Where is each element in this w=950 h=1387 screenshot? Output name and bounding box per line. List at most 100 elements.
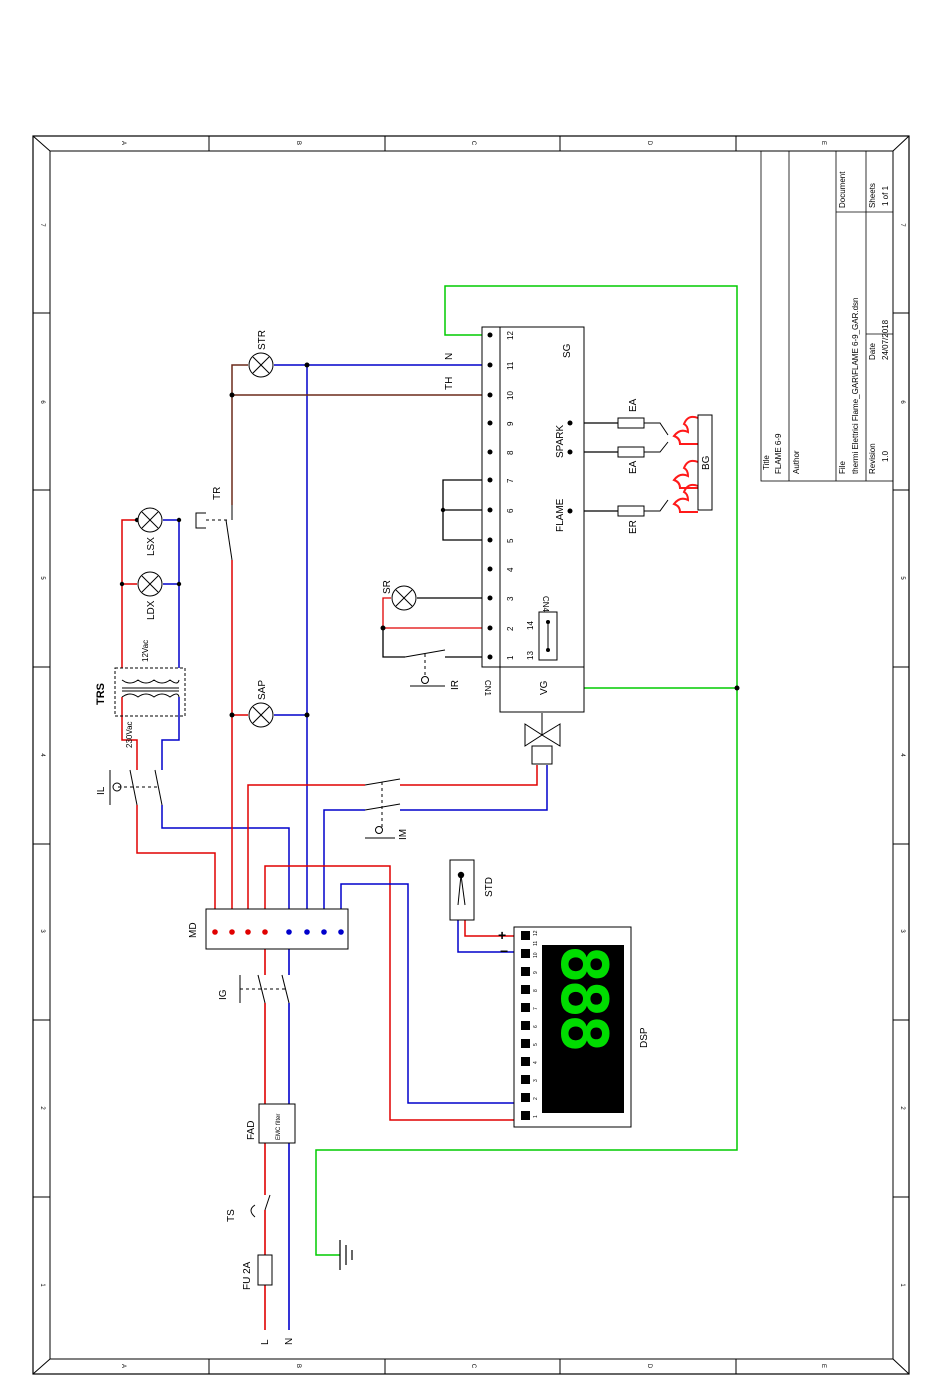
sheets-value: 1 of 1 <box>881 185 890 206</box>
distribution-wires <box>121 364 548 1121</box>
display-pin-9: 9 <box>533 971 539 974</box>
lamp-ldx: LDX <box>137 571 163 620</box>
lamp-sr: SR <box>382 580 417 611</box>
junctions <box>119 362 446 718</box>
lamp-lsx: LSX <box>137 507 163 556</box>
emc-filter-label: FAD <box>246 1121 257 1140</box>
zone-col-e-bottom: E <box>820 1364 826 1368</box>
lamp-str-label: STR <box>257 330 268 350</box>
title-value: FLAME 6-9 <box>774 433 783 474</box>
relay-tr: TR <box>195 487 233 561</box>
transformer: TRS 230Vac 12Vac <box>95 640 186 748</box>
drawing-frame <box>32 135 910 1375</box>
zone-col-e-top: E <box>820 141 826 145</box>
fuse: FU 2A <box>242 1254 273 1290</box>
wire-im-live <box>247 784 365 932</box>
cn1-pin-1: 1 <box>506 655 515 660</box>
zone-col-c-bottom: C <box>470 1364 476 1369</box>
flame-icons <box>672 415 699 513</box>
zone-col-d-top: D <box>646 141 652 146</box>
display-pin-8: 8 <box>533 989 539 992</box>
zone-row-3-right: 3 <box>899 929 905 933</box>
file-label: File <box>838 461 847 474</box>
display-label: DSP <box>639 1027 650 1048</box>
lamp-ldx-label: LDX <box>146 600 157 620</box>
pin-13-label: 13 <box>526 651 535 660</box>
zone-col-a-top: A <box>120 141 126 145</box>
cn1-pin-8: 8 <box>506 450 515 455</box>
earth-symbol <box>339 1240 353 1270</box>
display-pin-10: 10 <box>533 952 539 958</box>
switch-ir: IR <box>404 649 461 690</box>
wire-il-neutral <box>161 805 290 932</box>
wire-il-out-neutral <box>161 697 180 770</box>
flame-icon <box>672 415 699 445</box>
display-pin-1: 1 <box>533 1115 539 1118</box>
main-switch: IG <box>218 974 290 1004</box>
neutral-wire-label: N <box>444 353 455 360</box>
light-switch: IL <box>96 769 163 806</box>
spark-label: SPARK <box>555 425 566 458</box>
zone-row-1-left: 1 <box>39 1283 45 1287</box>
th-wire-label: TH <box>444 377 455 390</box>
revision-label: Revision <box>868 443 877 474</box>
electrode-ea1-label: EA <box>628 398 639 412</box>
wire-il-out-live <box>121 697 138 770</box>
transformer-label: TRS <box>95 683 107 705</box>
mains-wires <box>264 932 290 1330</box>
zone-col-c-top: C <box>470 141 476 146</box>
wire-sr-live <box>382 597 490 629</box>
flame-label: FLAME <box>555 498 566 532</box>
lamp-sr-label: SR <box>382 580 393 594</box>
flame-icon <box>672 459 699 489</box>
switch-im: IM <box>364 778 409 840</box>
file-value: thermi Elettrici Flame_GAR\FLAME 6-9_GAR… <box>851 298 860 475</box>
cn1-pin-9: 9 <box>506 421 515 426</box>
zone-col-b-top: B <box>295 141 301 145</box>
live-label: L <box>260 1339 271 1345</box>
zone-row-2-right: 2 <box>899 1106 905 1110</box>
document-label: Document <box>838 171 847 208</box>
display-pin-6: 6 <box>533 1025 539 1028</box>
cn1-pin-6: 6 <box>506 508 515 513</box>
cn1-pin-12: 12 <box>506 331 515 340</box>
lamp-str: STR <box>248 330 274 378</box>
terminal-block-md: MD <box>188 908 349 950</box>
sheets-label: Sheets <box>868 183 877 208</box>
display-pin-12: 12 <box>533 930 539 936</box>
cn1-pins <box>487 332 573 660</box>
terminal-block-label: MD <box>188 922 199 938</box>
cn1-pin-4: 4 <box>506 567 515 572</box>
burner-label: BG <box>701 455 712 470</box>
thermostat-label: TS <box>226 1209 237 1222</box>
electrode-ea2-label: EA <box>628 460 639 474</box>
zone-row-4-left: 4 <box>39 753 45 757</box>
main-switch-label: IG <box>218 989 229 1000</box>
emc-filter-inner: EMC filter <box>276 1114 282 1140</box>
controller-label: SG <box>562 343 573 358</box>
wire-ir <box>382 628 405 658</box>
cn1-pin-7: 7 <box>506 478 515 483</box>
title-block: Title FLAME 6-9 Author File thermi Elett… <box>760 150 894 482</box>
zone-row-5-right: 5 <box>899 576 905 580</box>
zone-row-4-right: 4 <box>899 753 905 757</box>
wire-vg-neutral <box>400 765 548 811</box>
ground-junction <box>734 685 740 691</box>
secondary-voltage-label: 12Vac <box>141 640 150 662</box>
cn1-pin-5: 5 <box>506 538 515 543</box>
emc-filter: EMC filter FAD <box>246 1103 296 1144</box>
neutral-label: N <box>284 1338 295 1345</box>
wire-str-live <box>231 364 248 505</box>
switch-im-label: IM <box>398 829 409 840</box>
controller-sg: SG VG CN1 SPARK FLAME CN4 13 14 1 2 3 4 … <box>481 326 585 713</box>
revision-value: 1.0 <box>881 450 890 462</box>
zone-row-5-left: 5 <box>39 576 45 580</box>
relay-tr-label: TR <box>212 487 223 500</box>
display-pin-5: 5 <box>533 1043 539 1046</box>
zone-row-3-left: 3 <box>39 929 45 933</box>
ground-wires <box>315 285 738 1256</box>
display-plus: + <box>498 927 506 943</box>
display-pin-2: 2 <box>533 1097 539 1100</box>
electrode-er-label: ER <box>628 520 639 534</box>
